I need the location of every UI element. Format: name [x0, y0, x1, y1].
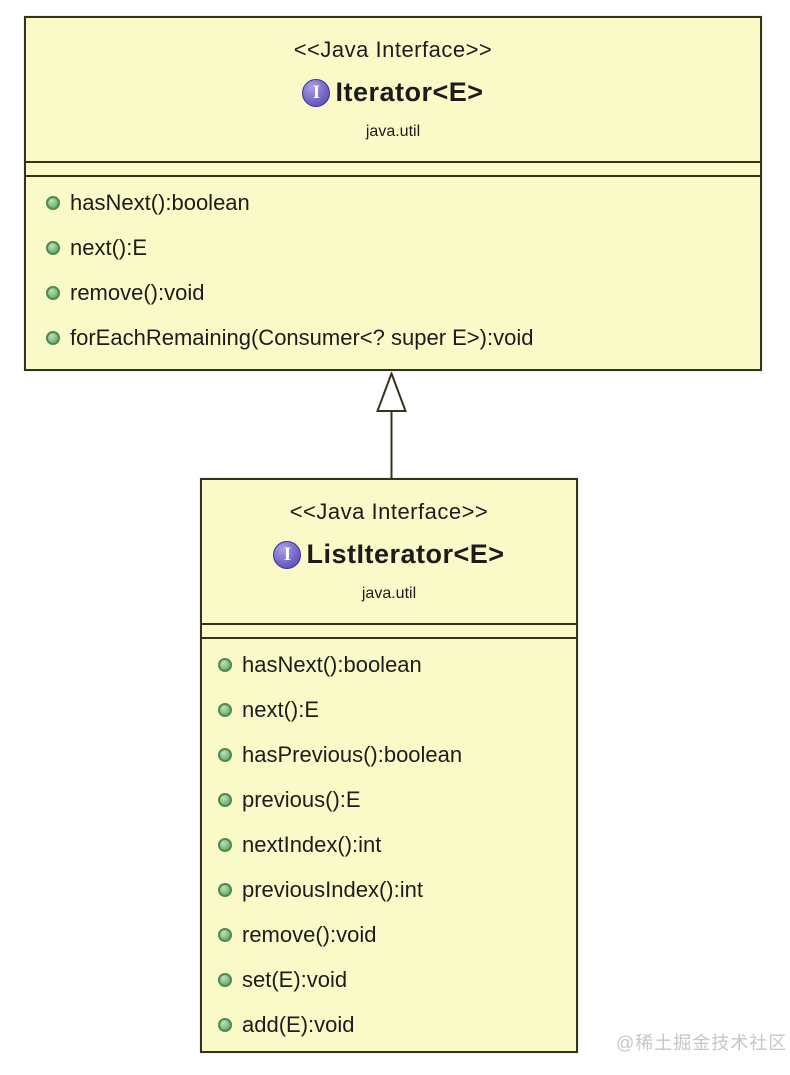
public-method-icon [218, 927, 232, 942]
public-method-icon [218, 1017, 232, 1032]
public-method-icon [218, 972, 232, 987]
public-method-icon [218, 792, 232, 807]
method-item: nextIndex():int [202, 822, 576, 867]
method-signature: next():E [70, 234, 148, 260]
method-item: remove():void [202, 912, 576, 957]
public-method-icon [46, 240, 60, 255]
package-label: java.util [361, 584, 417, 602]
class-name-row: I ListIterator<E> [273, 539, 504, 570]
public-method-icon [46, 330, 60, 345]
method-item: previousIndex():int [202, 867, 576, 912]
method-signature: next():E [242, 696, 320, 722]
class-header: <<Java Interface>> I Iterator<E> java.ut… [26, 18, 760, 163]
method-item: previous():E [202, 777, 576, 822]
method-signature: add(E):void [242, 1011, 355, 1037]
public-method-icon [218, 657, 232, 672]
class-name-row: I Iterator<E> [302, 77, 483, 108]
method-signature: remove():void [242, 921, 377, 947]
stereotype-label: <<Java Interface>> [293, 36, 493, 62]
method-item: hasNext():boolean [202, 642, 576, 687]
public-method-icon [218, 882, 232, 897]
method-item: remove():void [26, 270, 760, 315]
method-signature: previous():E [242, 786, 361, 812]
class-header: <<Java Interface>> I ListIterator<E> jav… [202, 480, 576, 625]
method-item: next():E [26, 225, 760, 270]
method-signature: hasPrevious():boolean [242, 741, 463, 767]
method-signature: forEachRemaining(Consumer<? super E>):vo… [70, 324, 534, 350]
attributes-compartment-empty [26, 163, 760, 177]
stereotype-label: <<Java Interface>> [289, 498, 489, 524]
generalization-arrow [376, 372, 407, 478]
public-method-icon [218, 837, 232, 852]
class-box-iterator: <<Java Interface>> I Iterator<E> java.ut… [24, 16, 762, 371]
method-item: hasPrevious():boolean [202, 732, 576, 777]
public-method-icon [46, 285, 60, 300]
method-signature: nextIndex():int [242, 831, 382, 857]
java-interface-icon: I [273, 540, 302, 569]
package-label: java.util [365, 122, 421, 140]
method-signature: previousIndex():int [242, 876, 423, 902]
method-item: next():E [202, 687, 576, 732]
method-signature: set(E):void [242, 966, 348, 992]
interface-icon-letter: I [283, 544, 292, 565]
method-item: hasNext():boolean [26, 180, 760, 225]
method-item: set(E):void [202, 957, 576, 1002]
interface-icon-letter: I [312, 82, 321, 103]
attributes-compartment-empty [202, 625, 576, 639]
class-name: Iterator<E> [335, 77, 484, 107]
public-method-icon [218, 702, 232, 717]
public-method-icon [218, 747, 232, 762]
methods-compartment: hasNext():boolean next():E hasPrevious()… [202, 639, 576, 1051]
method-signature: hasNext():boolean [70, 189, 250, 215]
hollow-triangle-icon [376, 372, 407, 412]
public-method-icon [46, 195, 60, 210]
class-box-listiterator: <<Java Interface>> I ListIterator<E> jav… [200, 478, 578, 1053]
methods-compartment: hasNext():boolean next():E remove():void… [26, 177, 760, 369]
class-name: ListIterator<E> [306, 539, 505, 569]
method-item: add(E):void [202, 1002, 576, 1047]
java-interface-icon: I [302, 78, 331, 107]
method-item: forEachRemaining(Consumer<? super E>):vo… [26, 315, 760, 360]
method-signature: hasNext():boolean [242, 651, 422, 677]
method-signature: remove():void [70, 279, 205, 305]
watermark-text: @稀土掘金技术社区 [616, 1033, 788, 1053]
